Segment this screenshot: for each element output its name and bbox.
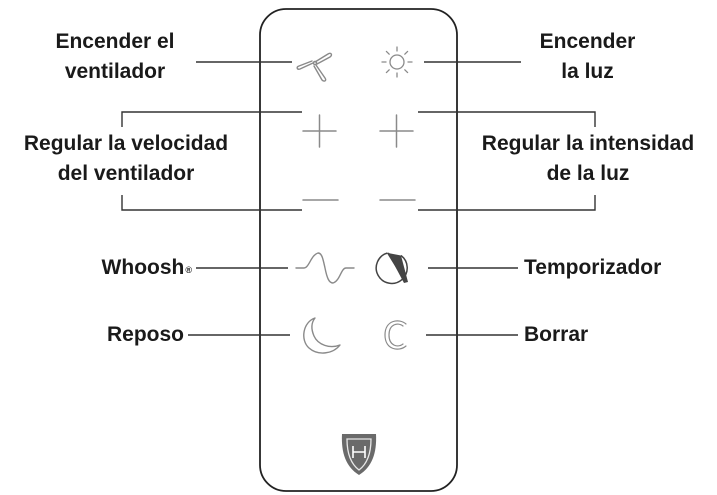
bracket-fan-speed-bottom (121, 195, 302, 211)
label-light-intensity-line1: Regular la intensidad (481, 132, 695, 155)
label-sleep: Reposo (40, 320, 184, 350)
label-fan-on-line2: ventilador (64, 60, 166, 83)
crescent-moon-icon[interactable] (303, 317, 341, 354)
label-whoosh: Whoosh® (40, 253, 192, 283)
label-light-intensity: Regular la intensidad de la luz (462, 129, 714, 189)
label-fan-on: Encender el ventilador (40, 27, 190, 87)
label-fan-speed: Regular la velocidad del ventilador (4, 129, 248, 189)
label-fan-speed-line1: Regular la velocidad (23, 132, 229, 155)
fan-speed-plus-icon[interactable] (302, 114, 337, 148)
remote-body (259, 8, 458, 492)
label-timer: Temporizador (524, 253, 661, 283)
label-light-on: Encender la luz (525, 27, 650, 87)
fan-icon[interactable] (296, 52, 333, 82)
label-light-on-line1: Encender (539, 30, 636, 53)
label-sleep-text: Reposo (106, 323, 184, 346)
label-clear-text: Borrar (524, 323, 589, 346)
sun-icon[interactable] (381, 46, 413, 78)
shield-logo-icon (341, 434, 377, 475)
registered-mark: ® (185, 265, 192, 275)
label-whoosh-text: Whoosh (101, 256, 185, 279)
label-clear: Borrar (524, 320, 588, 350)
label-fan-on-line1: Encender el (55, 30, 175, 53)
sine-wave-icon[interactable] (295, 252, 355, 284)
label-timer-text: Temporizador (524, 256, 662, 279)
label-light-on-line2: la luz (561, 60, 614, 83)
bracket-fan-speed (121, 111, 302, 127)
label-light-intensity-line2: de la luz (546, 162, 630, 185)
timer-dial-icon[interactable] (375, 252, 408, 285)
label-fan-speed-line2: del ventilador (57, 162, 195, 185)
bracket-light-intensity-bottom (418, 195, 596, 211)
clear-c-icon[interactable] (384, 320, 407, 350)
light-intensity-plus-icon[interactable] (379, 114, 414, 148)
bracket-light-intensity (418, 111, 596, 127)
